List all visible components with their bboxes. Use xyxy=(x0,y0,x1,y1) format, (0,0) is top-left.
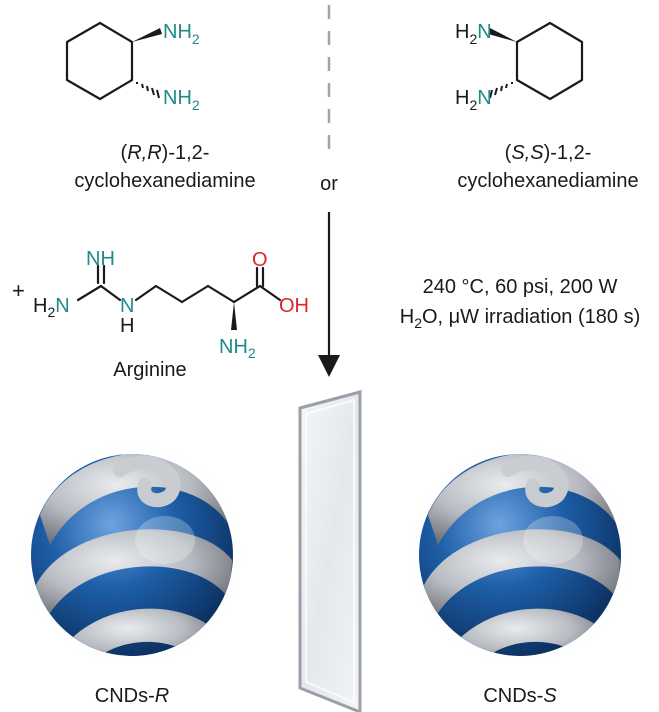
arginine-oh-label: OH xyxy=(279,295,309,317)
or-label: or xyxy=(320,173,338,195)
conditions-line2: H2O, μW irradiation (180 s) xyxy=(400,306,641,331)
arginine-imine-label: NH xyxy=(86,248,115,270)
cnd-r-sphere xyxy=(20,443,244,667)
ss-bottom-amine-label: H2N xyxy=(455,87,492,113)
arginine-nh-n-label: N xyxy=(120,295,134,317)
rr-cyclohexanediamine-structure: NH2 NH2 xyxy=(65,21,200,113)
arginine-name-label: Arginine xyxy=(113,359,186,381)
ss-cyclohexanediamine-structure: H2N H2N xyxy=(455,21,584,113)
cnd-s-sphere xyxy=(408,443,632,667)
arginine-nh-h-label: H xyxy=(120,315,134,337)
arginine-carbonyl-o-label: O xyxy=(252,249,268,271)
ss-top-amine-label: H2N xyxy=(455,21,492,47)
arginine-alpha-amine-label: NH2 xyxy=(219,336,256,361)
cnd-r-label: CNDs-R xyxy=(95,685,169,707)
rr-label-line2: cyclohexanediamine xyxy=(74,170,255,192)
plus-sign: + xyxy=(12,278,25,303)
ss-label-line2: cyclohexanediamine xyxy=(457,170,638,192)
arginine-structure: NH H2N N H O OH NH2 xyxy=(33,248,309,361)
rr-bottom-amine-label: NH2 xyxy=(163,87,200,113)
rr-label-line1: (R,R)-1,2- xyxy=(121,142,210,164)
cnd-s-label: CNDs-S xyxy=(483,685,557,707)
arginine-h2n-label: H2N xyxy=(33,295,70,320)
conditions-line1: 240 °C, 60 psi, 200 W xyxy=(423,276,618,298)
ss-label-line1: (S,S)-1,2- xyxy=(505,142,592,164)
rr-top-amine-label: NH2 xyxy=(163,21,200,47)
glass-slide xyxy=(298,390,362,712)
